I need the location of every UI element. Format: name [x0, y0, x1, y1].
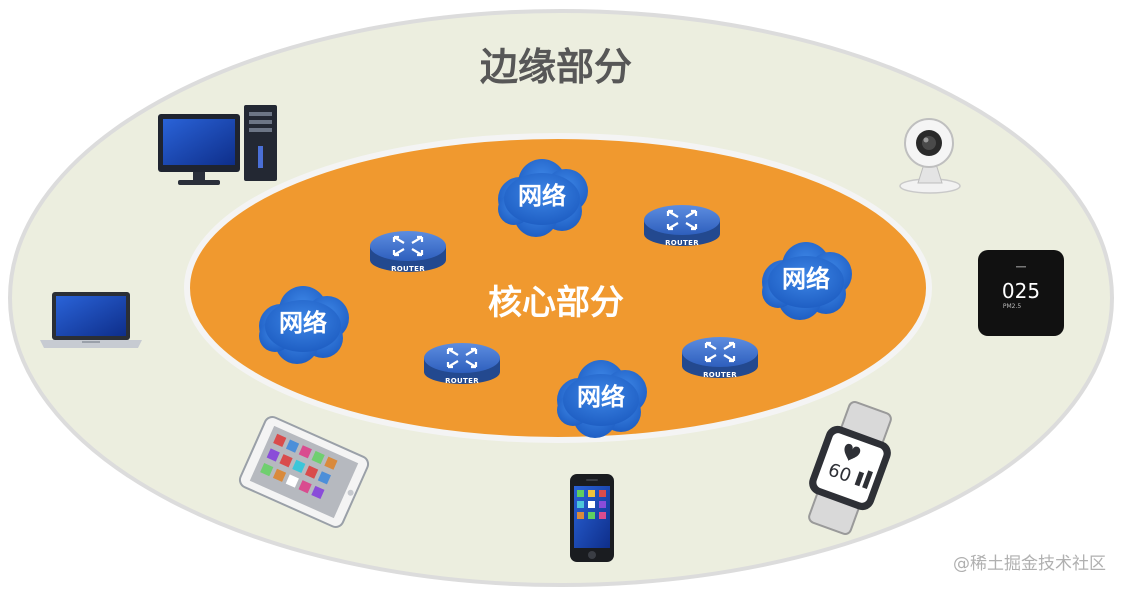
router-label: ROUTER	[703, 371, 737, 379]
network-cloud-label: 网络	[782, 265, 830, 293]
network-cloud-label: 网络	[577, 383, 625, 411]
router-icon	[424, 343, 500, 384]
router-label: ROUTER	[665, 239, 699, 247]
network-cloud-label: 网络	[279, 309, 327, 337]
network-cloud-1: 网络	[498, 159, 588, 237]
smartphone-icon	[570, 474, 614, 562]
laptop-icon	[40, 292, 142, 348]
router-label: ROUTER	[391, 265, 425, 273]
router-4: ROUTER	[682, 337, 758, 379]
network-cloud-label: 网络	[518, 182, 566, 210]
router-icon	[644, 205, 720, 246]
network-cloud-2: 网络	[762, 242, 852, 320]
desktop-computer-icon	[158, 105, 277, 185]
router-2: ROUTER	[644, 205, 720, 247]
network-cloud-4: 网络	[557, 360, 647, 438]
router-icon	[370, 231, 446, 272]
air-monitor-icon: 025 PM2.5	[978, 250, 1064, 336]
router-label: ROUTER	[445, 377, 479, 385]
router-1: ROUTER	[370, 231, 446, 273]
watermark: @稀土掘金技术社区	[953, 554, 1106, 574]
network-cloud-3: 网络	[259, 286, 349, 364]
router-3: ROUTER	[424, 343, 500, 385]
smartwatch-icon: 60	[808, 401, 892, 535]
edge-title: 边缘部分	[480, 45, 632, 89]
air-monitor-reading: 025	[1002, 279, 1040, 303]
air-monitor-sub: PM2.5	[1003, 303, 1022, 310]
webcam-icon	[899, 118, 961, 194]
core-title: 核心部分	[488, 283, 624, 323]
router-icon	[682, 337, 758, 378]
tablet-icon	[238, 416, 370, 528]
